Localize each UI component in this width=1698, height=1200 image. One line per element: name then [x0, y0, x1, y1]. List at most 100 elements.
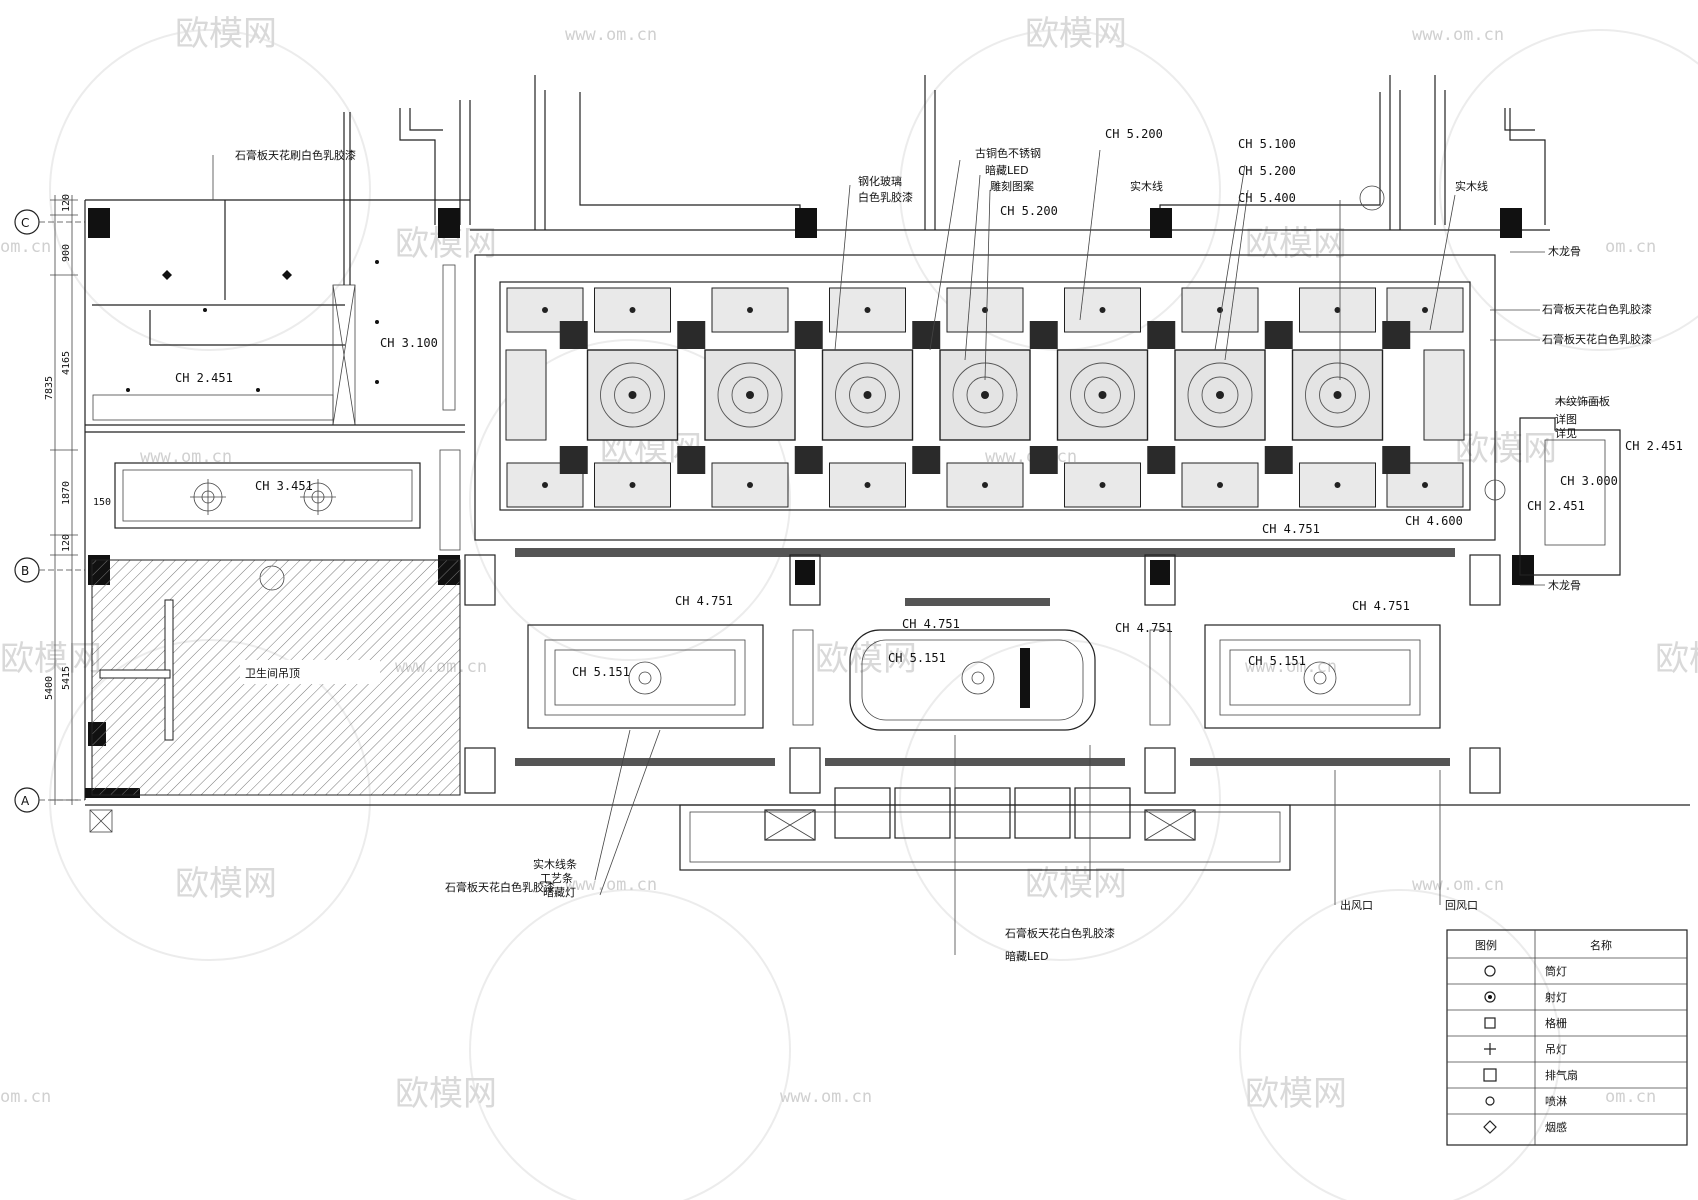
light-point: [1099, 307, 1106, 313]
annotation: 石膏板天花白色乳胶漆: [1542, 302, 1652, 316]
legend-table: 图例 名称 筒灯 射灯 格栅 吊灯 排气扇 喷淋 烟感: [1446, 929, 1688, 1146]
legend-item-name: 排气扇: [1545, 1068, 1578, 1082]
axis-marker-c: C: [14, 209, 85, 235]
ch-label: CH 4.600: [1405, 514, 1463, 528]
light-point: [747, 307, 753, 313]
coffer-node: [559, 446, 588, 474]
coffer-node: [794, 321, 823, 349]
watermark-brand: 欧模网: [815, 639, 917, 679]
lower-band: CH 4.751 CH 4.600: [464, 514, 1501, 794]
coffer-rosette: [1201, 376, 1239, 414]
watermarks: 欧模网 www.om.cn 欧模网 www.om.cn 欧模网 om.cn 欧模…: [0, 14, 1698, 1114]
annotation: 古铜色不锈钢: [975, 146, 1041, 160]
watermark-url: om.cn: [1605, 1087, 1656, 1107]
svg-text:B: B: [21, 564, 29, 578]
light-point: [981, 391, 989, 399]
legend-header-symbol: 图例: [1475, 938, 1497, 952]
watermark-brand: 欧模网: [1245, 224, 1347, 264]
dim-4165: 4165: [61, 351, 72, 375]
watermark-brand: 欧模网: [0, 639, 102, 679]
axis-markers: C B A: [14, 209, 85, 813]
annotation: 暗藏灯: [543, 885, 576, 899]
coffer-rosette: [600, 362, 665, 428]
legend-item-name: 射灯: [1545, 990, 1567, 1004]
watermark-brand: 欧模网: [175, 864, 277, 904]
annotation: 工艺条: [540, 871, 573, 885]
light-point: [747, 482, 753, 488]
bottom-bay: [89, 787, 1291, 871]
annotation: 暗藏LED: [1005, 949, 1049, 963]
left-ceiling-box: CH 3.451 150: [93, 449, 461, 591]
ch-label: CH 2.451: [1527, 499, 1585, 513]
light-point: [746, 391, 754, 399]
annotation: 实木线: [1130, 179, 1163, 193]
annotation: 详见: [1555, 426, 1577, 440]
dim-7835: 7835: [44, 376, 55, 400]
watermark-brand: 欧模网: [1655, 639, 1698, 679]
coffer-node: [677, 446, 706, 474]
coffer-rosette: [1070, 362, 1135, 428]
spotlight-icon: [1484, 991, 1496, 1003]
light-point: [1422, 307, 1428, 313]
dim-5400: 5400: [44, 676, 55, 700]
annotation: 木龙骨: [1548, 245, 1581, 258]
light-point: [1422, 482, 1428, 488]
light-point: [864, 482, 871, 488]
annotation: 木纹饰面板: [1555, 394, 1610, 408]
legend-item-name: 格栅: [1545, 1016, 1567, 1030]
light-point: [1099, 482, 1106, 488]
legend-item-name: 烟感: [1545, 1120, 1567, 1134]
ch-label: CH 5.200: [1000, 204, 1058, 218]
coffer-rosette: [731, 376, 769, 414]
coffer-rosette: [614, 376, 651, 414]
light-point: [1333, 391, 1342, 399]
light-point: [1334, 482, 1341, 488]
chandelier-icon: [1484, 1043, 1496, 1055]
coffer-rosette: [952, 362, 1018, 428]
light-point: [982, 482, 988, 488]
watermark-url: om.cn: [0, 1087, 51, 1107]
svg-text:C: C: [21, 216, 29, 230]
coffer-side: [505, 349, 547, 441]
annotation: 钢化玻璃: [858, 174, 902, 188]
coffer-side: [1423, 349, 1465, 441]
leader-lines: [212, 149, 1600, 955]
coffer-rosette: [1187, 362, 1253, 428]
light-point: [629, 307, 636, 313]
light-point: [628, 391, 637, 399]
ch-label: CH 5.200: [1238, 164, 1296, 178]
legend-item-name: 筒灯: [1545, 964, 1567, 978]
coffer-node: [912, 321, 941, 349]
annotation: 石膏板天花白色乳胶漆: [1542, 332, 1652, 346]
annotation: 出风口: [1340, 898, 1373, 912]
ch-label: CH 2.451: [1625, 439, 1683, 453]
ch-label: CH 4.751: [675, 594, 733, 608]
ch-label: CH 5.151: [888, 651, 946, 665]
lower-right-panel: CH 4.751 CH 5.151: [1204, 599, 1441, 729]
ch-label: CH 5.400: [1238, 191, 1296, 205]
ch-label: CH 3.451: [255, 479, 313, 493]
watermark-url: www.om.cn: [1245, 657, 1337, 677]
downlight-icon: [1484, 965, 1496, 977]
coffer-node: [677, 321, 706, 349]
annotation: 石膏板天花刷白色乳胶漆: [235, 148, 356, 162]
annotation: 雕刻图案: [990, 179, 1034, 193]
watermark-brand: 欧模网: [1025, 864, 1127, 904]
coffer-rosette: [1084, 376, 1121, 414]
annotation: 详图: [1555, 412, 1577, 426]
light-point: [863, 391, 872, 399]
lower-center-panel: CH 4.751 CH 5.151 CH 4.751: [849, 617, 1173, 731]
coffer-node: [1264, 446, 1293, 474]
exhaust-icon: [1483, 1068, 1497, 1082]
coffer-node: [1029, 321, 1058, 349]
annotation: 木龙骨: [1548, 579, 1581, 592]
watermark-url: www.om.cn: [565, 875, 657, 895]
light-point: [1216, 391, 1224, 399]
ch-label: CH 5.151: [572, 665, 630, 679]
legend-item-name: 喷淋: [1545, 1095, 1567, 1108]
annotation: 白色乳胶漆: [858, 190, 913, 204]
coffer-node: [912, 446, 941, 474]
annotation: 石膏板天花白色乳胶漆: [445, 880, 555, 894]
watermark-brand: 欧模网: [395, 1074, 497, 1114]
coffer-rosette: [717, 362, 783, 428]
